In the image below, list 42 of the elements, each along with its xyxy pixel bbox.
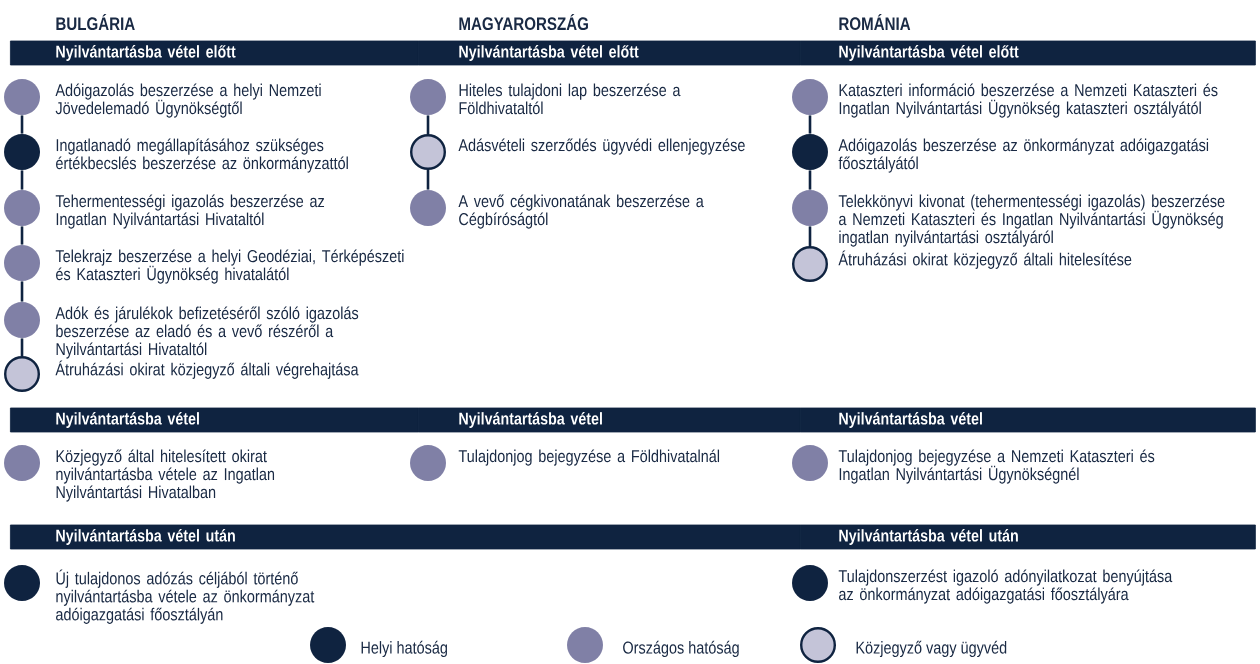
step-text: Tulajdonjog bejegyzése a Földhivatalnál <box>458 449 720 466</box>
step-text: Átruházási okirat közjegyző általi végrehajtása <box>55 360 359 379</box>
step-text: Telekrajz beszerzése a helyi Geodéziai, Térképészeti és Kataszteri Ügynökség hivatalától <box>55 249 404 284</box>
step-text: Kataszteri információ beszerzése a Nemzeti Kataszteri és Ingatlan Nyilvántartási Ügynökség kataszteri osztályától <box>839 83 1218 118</box>
step-text: A vevő cégkivonatának beszerzése a Cégbíróságtól <box>458 194 704 229</box>
section-band: Nyilvántartásba vétel előtt <box>418 40 801 66</box>
section-band: Nyilvántartásba vétel előtt <box>800 40 1256 66</box>
step-text: Átruházási okirat közjegyző általi hitelesítése <box>838 250 1132 269</box>
step-text: Adóigazolás beszerzése a helyi Nemzeti Jövedelemadó Ügynökségtől <box>55 83 321 118</box>
step-text: Tulajdonjog bejegyzése a Nemzeti Kataszteri és Ingatlan Nyilvántartási Ügynökségnél <box>838 449 1155 484</box>
connector-line <box>20 115 24 134</box>
country-heading: BULGÁRIA <box>56 13 135 31</box>
connector-line <box>20 281 24 302</box>
connector-line <box>808 226 812 246</box>
step-text: Adók és járulékok befizetéséről szóló igazolás beszerzése az eladó és a vevő részéről a Nyilvántartási Hivataltól <box>55 306 359 359</box>
step-text: Tehermentességi igazolás beszerzése az Ingatlan Nyilvántartási Hivataltól <box>55 194 325 229</box>
step-text: Ingatlanadó megállapításához szükséges értékbecslés beszerzése az önkormányzattól <box>56 138 348 173</box>
step-text: Új tulajdonos adózás céljából történő nyilvántartásba vétele az önkormányzat adóigazgatási főosztályán <box>56 569 315 624</box>
step-text: Telekkönyvi kivonat (tehermentességi igazolás) beszerzése a Nemzeti Kataszteri és Ingatlan Nyilvántartási Ügynökség ingatlan nyilvántartási osztályáról <box>838 194 1225 247</box>
country-heading: ROMÁNIA <box>839 13 911 31</box>
connector-line <box>426 115 430 134</box>
country-heading: MAGYARORSZÁG <box>459 13 588 31</box>
legend-text: Helyi hatóság <box>361 640 447 658</box>
section-band: Nyilvántartásba vétel után <box>10 524 801 550</box>
connector-line <box>20 170 24 190</box>
section-band: Nyilvántartásba vétel után <box>800 524 1256 550</box>
section-band: Nyilvántartásba vétel <box>800 407 1256 433</box>
section-band: Nyilvántartásba vétel előtt <box>10 40 419 66</box>
step-text: Közjegyző által hitelesített okirat nyilvántartásba vétele az Ingatlan Nyilvántartási Hivatalban <box>56 449 275 502</box>
section-band: Nyilvántartásba vétel <box>10 407 419 433</box>
connector-line <box>20 338 24 356</box>
section-band: Nyilvántartásba vétel <box>418 407 801 433</box>
step-text: Adásvételi szerződés ügyvédi ellenjegyzése <box>458 138 745 155</box>
connector-line <box>808 115 812 134</box>
connector-line <box>20 226 24 245</box>
legend-text: Közjegyző vagy ügyvéd <box>856 640 1007 658</box>
step-text: Hiteles tulajdoni lap beszerzése a Földhivataltól <box>459 83 681 115</box>
step-text: Tulajdonszerzést igazoló adónyilatkozat benyújtása az önkormányzat adóigazgatási főosztályára <box>838 569 1173 604</box>
step-text: Adóigazolás beszerzése az önkormányzat adóigazgatási főosztályától <box>838 138 1209 173</box>
legend-text: Országos hatóság <box>623 640 739 658</box>
connector-line <box>426 170 430 190</box>
connector-line <box>808 170 812 190</box>
